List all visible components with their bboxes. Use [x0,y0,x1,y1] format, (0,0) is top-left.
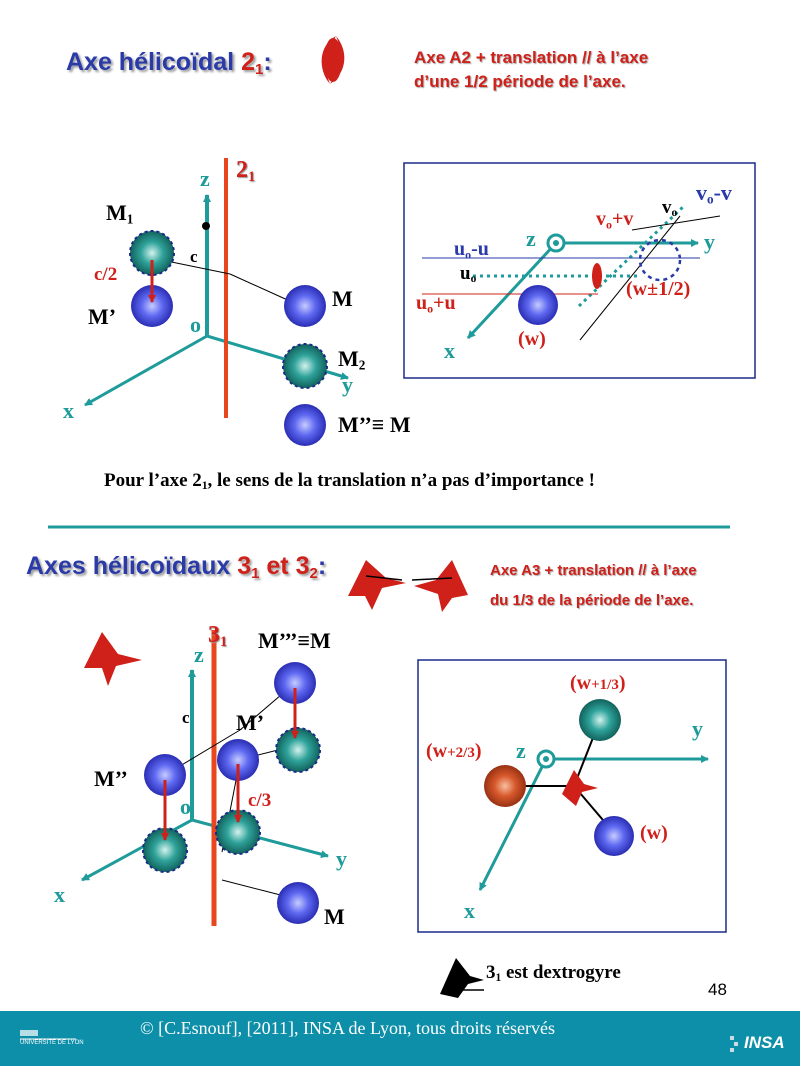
section1-title: Axe hélicoïdal 21: [66,48,272,79]
origin2-label: o [180,794,191,819]
axis-2-1-label: 21 [236,157,256,186]
atom-m2 [282,343,328,389]
twofold-symbol-icon [321,36,345,84]
z-label: z [200,166,210,191]
c3-label: c/3 [248,790,272,811]
m-prime-label: M’ [88,304,117,329]
section1-note: Pour l’axe 21, le sens de la translation… [104,470,595,493]
atom-w-half-position [638,238,682,282]
m2-label: M2 [338,346,366,373]
atom-m-prime [131,285,173,327]
vo-plus-v-label: vo+v [596,208,634,232]
origin-label: o [190,312,201,337]
atom-m-3 [277,882,319,924]
threefold-axis-icon [84,632,142,686]
x-label: x [63,398,74,423]
y-axis [206,334,349,380]
projection-box-3-1 [417,659,727,933]
x-axis [84,334,208,407]
atom-m-double [284,404,326,446]
section2-description: Axe A3 + translation // à l’axe du 1/3 d… [490,562,697,609]
y-label: y [342,372,353,397]
atom-m-triple [274,662,316,704]
c2-axis-label: c [182,708,190,727]
c2-label: c/2 [94,264,118,285]
vo-minus-v-label: vo-v [696,180,732,207]
insa-logo: INSA [728,1030,788,1056]
x2-label: x [54,882,65,907]
atom-w-3 [594,816,634,856]
c-point [202,222,210,230]
threefold-3-2-symbol-icon [411,560,468,612]
atom-w [518,285,558,325]
atom-w23 [484,765,526,807]
proj-x-label: x [444,338,455,363]
w23-label: (w+2/3) [426,740,482,762]
atom-m-prime-3 [217,739,259,781]
proj-y-label: y [704,229,715,254]
threefold-center-icon [562,770,598,806]
z2-label: z [194,642,204,667]
section1-description: Axe A2 + translation // à l’axe d’une 1/… [414,48,649,91]
proj-z-label: z [526,226,536,251]
uo-plus-u-label: uo+u [416,292,456,316]
m1-label: M1 [106,200,134,227]
section2-title: Axes hélicoïdaux 31 et 32: [26,552,327,583]
uo-minus-u-label: uo-u [454,238,489,262]
proj2-x-label: x [464,898,475,923]
axis-3-1-label: 31 [208,622,228,651]
proj2-z-label: z [516,738,526,763]
y2-label: y [336,846,347,871]
m-double-label: M’’≡ M [338,412,411,437]
atom-w13 [579,699,621,741]
footer-bar [0,1011,800,1066]
helical-3-1-diagram [81,630,329,926]
projection-box-2-1 [403,162,756,379]
atom-m-double-3 [144,754,186,796]
page-number: 48 [708,980,727,999]
twofold-axis-icon [592,263,602,289]
m-double-3-label: M’’ [94,766,128,791]
proj2-y-label: y [692,716,703,741]
atom-m1 [129,230,175,276]
atom-m [284,285,326,327]
university-logo: UNIVERSITÉ DE LYON [18,1028,84,1050]
copyright-text: © [C.Esnouf], [2011], INSA de Lyon, tous… [140,1018,555,1038]
w13-label: (w+1/3) [570,672,626,694]
helical-2-1-diagram [84,158,349,446]
dextrogyre-caption: 31 est dextrogyre [486,962,621,985]
m-prime-3-label: M’ [236,710,265,735]
m-triple-label: M’’’≡M [258,628,331,653]
w-label: (w) [518,328,546,350]
c-label: c [190,247,198,266]
threefold-3-1-symbol-icon [348,560,406,610]
vo-label: vo [662,197,678,220]
m-3-label: M [324,904,345,929]
dextrogyre-symbol-icon [440,958,484,998]
w-half-label: (w±1/2) [626,278,691,300]
m-label: M [332,286,353,311]
uo-label: uo [460,263,477,286]
w-3-label: (w) [640,822,668,844]
